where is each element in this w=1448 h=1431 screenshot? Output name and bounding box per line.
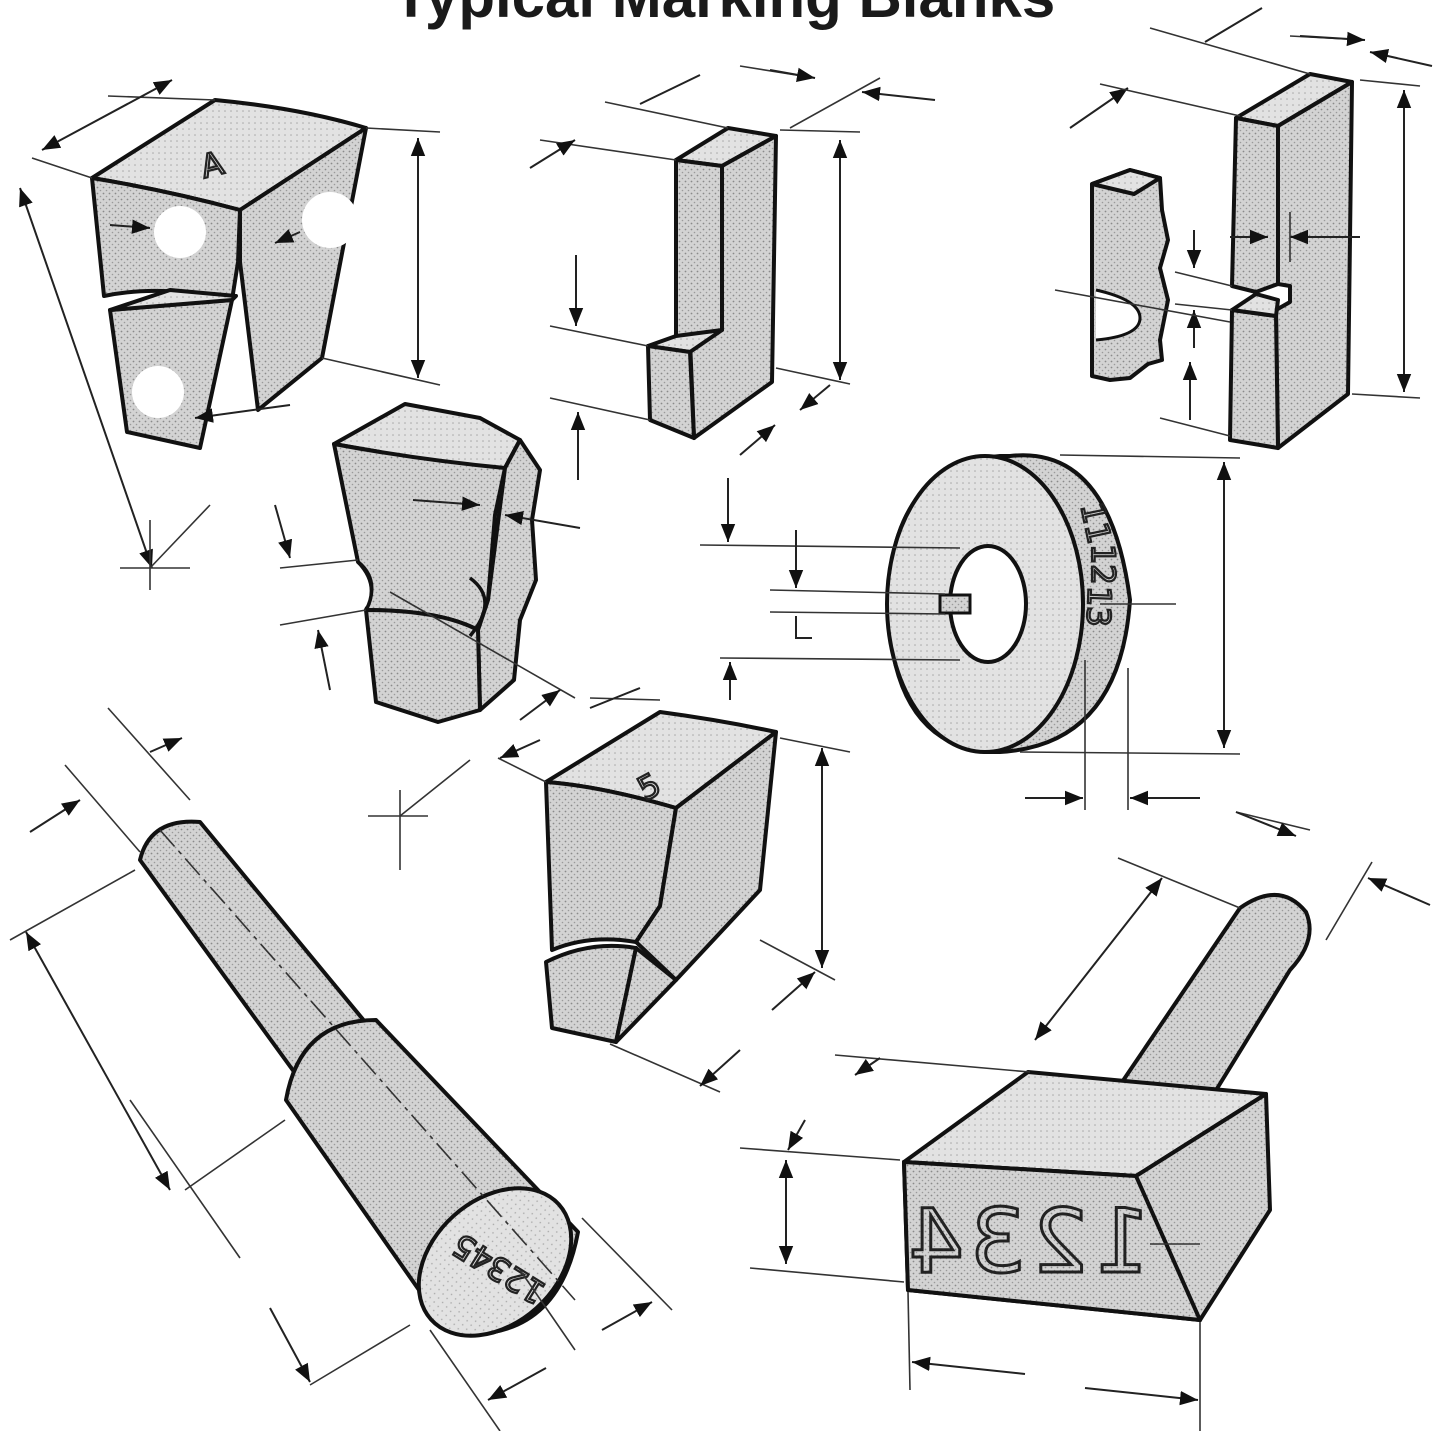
- round-stamp-blank: 12345: [9, 707, 673, 1431]
- l-bar-blank: [529, 65, 936, 480]
- block-face-engraving: 1234: [902, 1190, 1150, 1293]
- letter-blank: A: [19, 79, 441, 590]
- page-title: Typical Marking Blanks: [0, 0, 1448, 31]
- block-stamp-blank: 1234: [739, 811, 1431, 1431]
- digit-blank: 5: [368, 710, 851, 1093]
- notched-bar-blank: [1054, 7, 1433, 450]
- wheel-number-13: 13: [1079, 585, 1118, 627]
- wheel-number-12: 12: [1084, 544, 1122, 585]
- section-blank: [274, 402, 661, 724]
- numbered-wheel-blank: 11 12 13: [699, 453, 1241, 810]
